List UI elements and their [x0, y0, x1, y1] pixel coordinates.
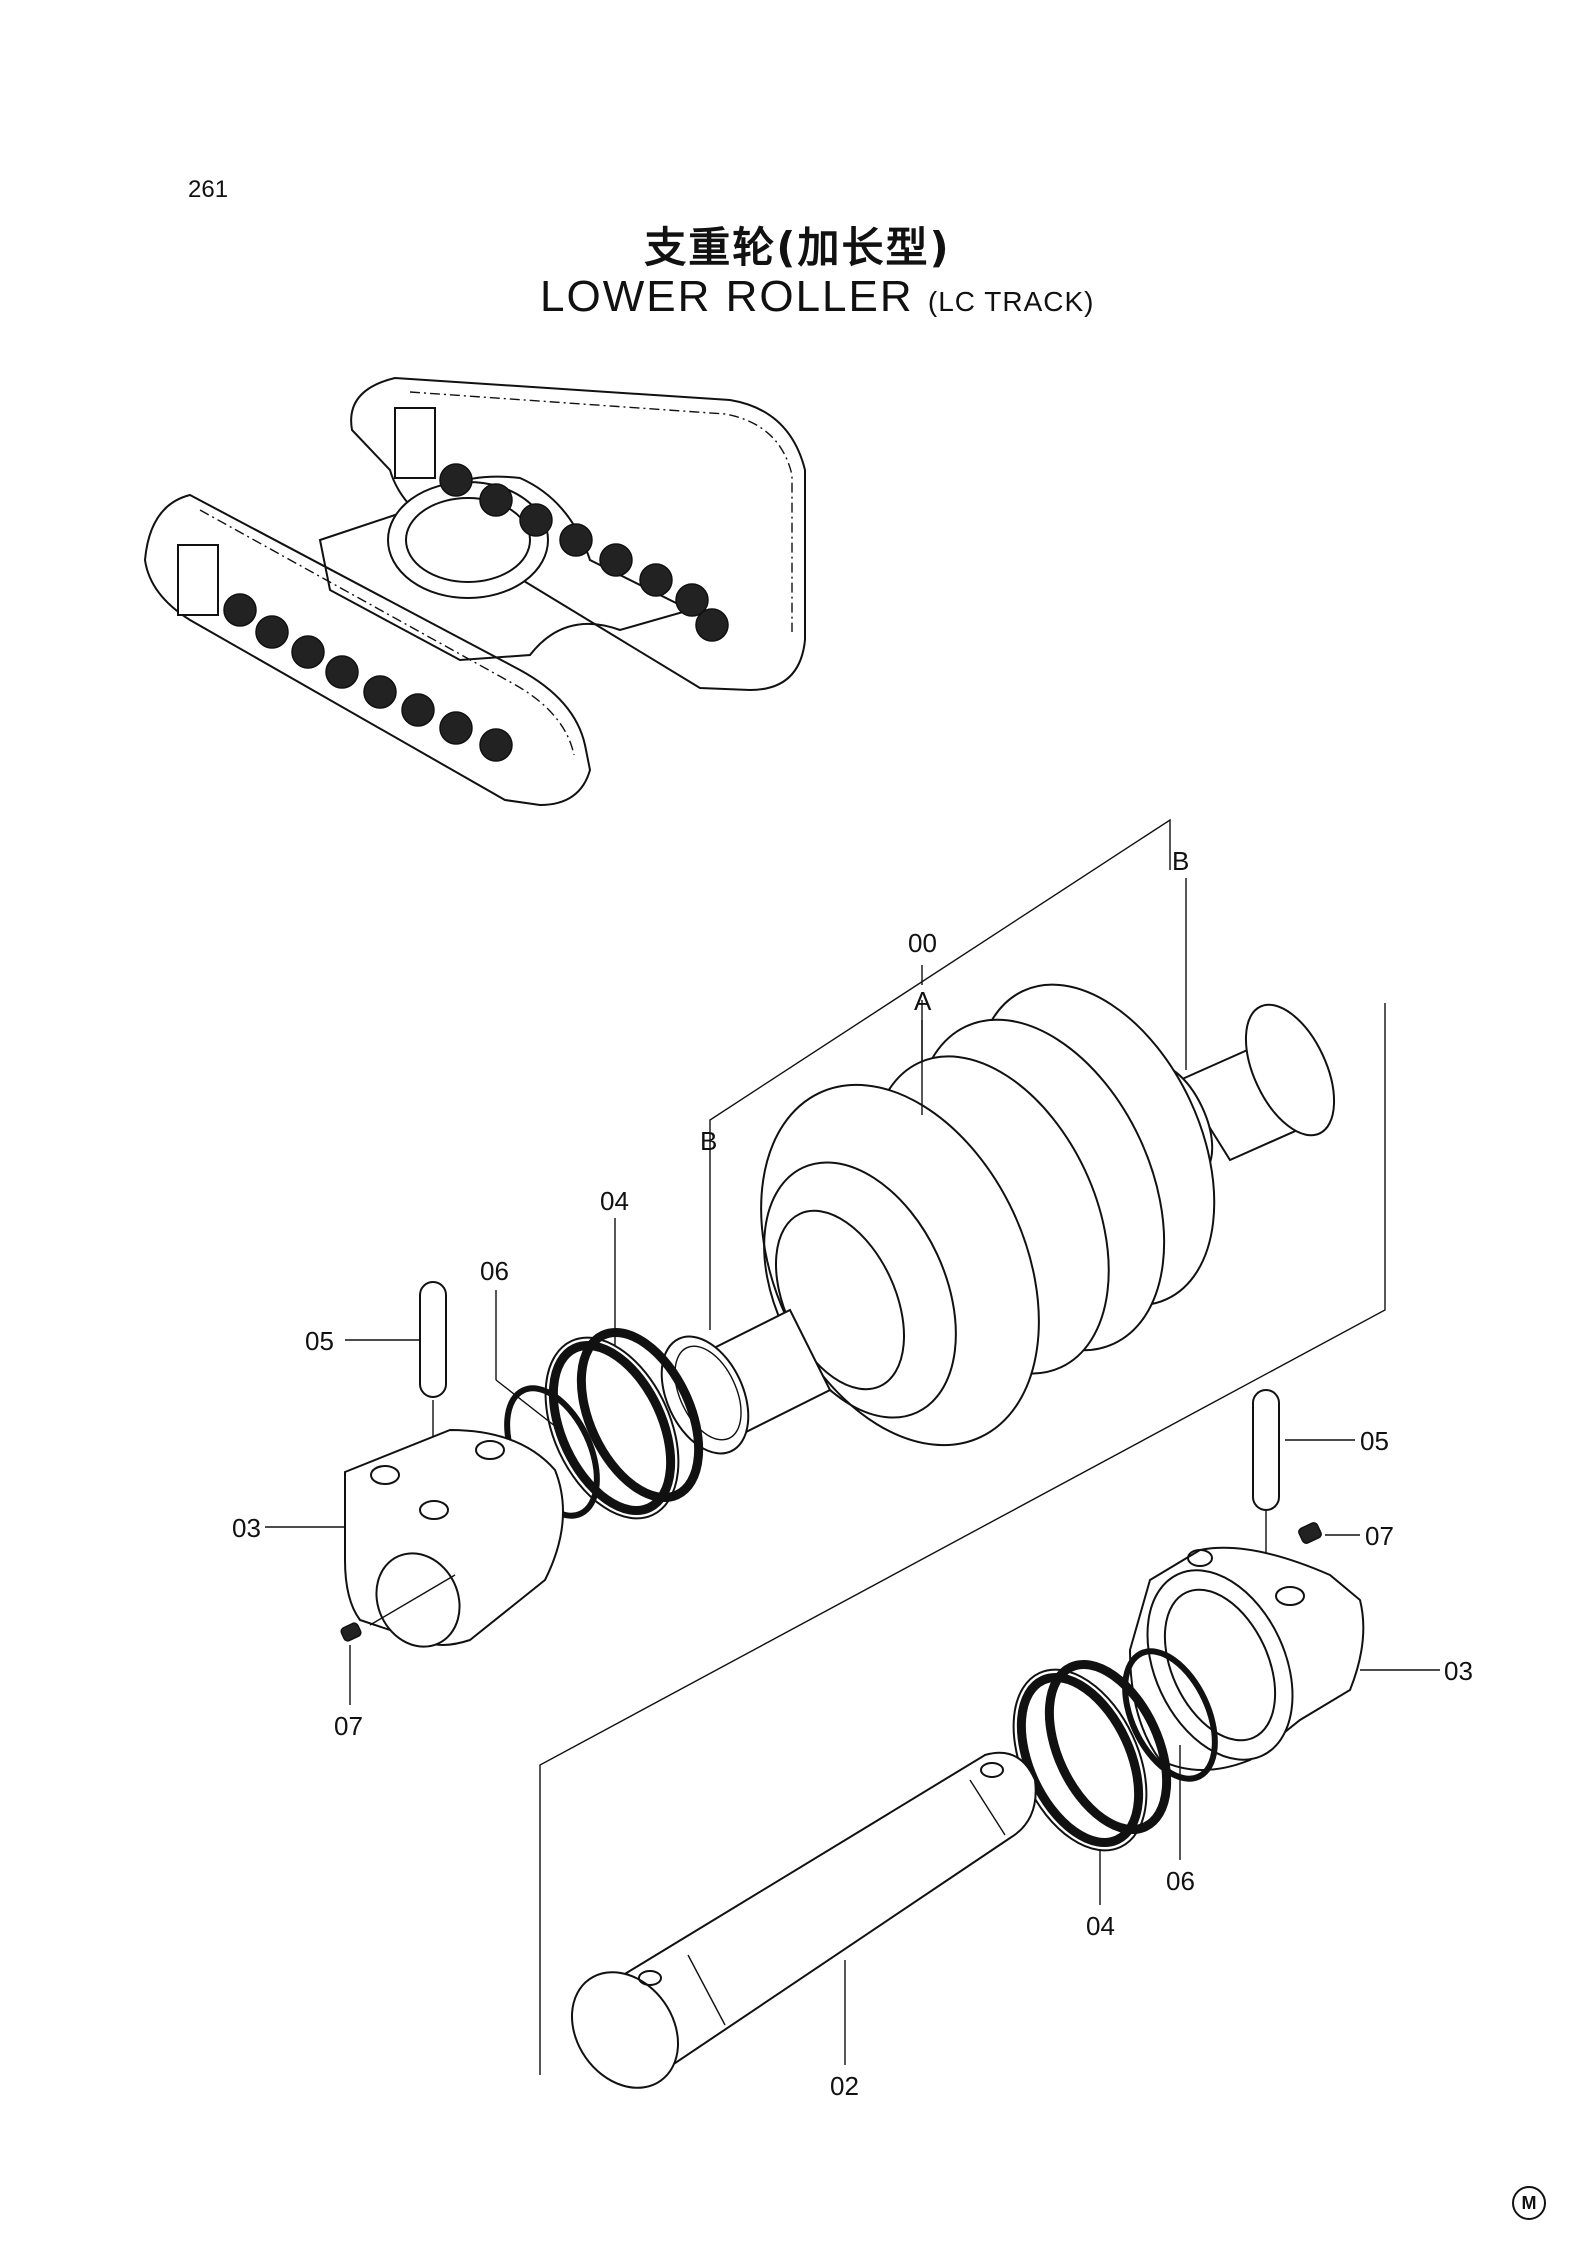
pin-05-right — [1252, 1389, 1280, 1570]
plug-07-right — [1298, 1522, 1322, 1544]
o-ring-06-right — [1122, 1648, 1218, 1782]
seal-04-right — [1012, 1659, 1172, 1852]
title-english: LOWER ROLLER (LC TRACK) — [540, 272, 1095, 322]
callout-05-right: 05 — [1360, 1426, 1389, 1456]
callout-07-right: 07 — [1365, 1521, 1394, 1551]
bracket-03-left — [344, 1428, 564, 1648]
callout-06-left: 06 — [480, 1256, 509, 1286]
callout-02: 02 — [830, 2071, 859, 2101]
callout-04-right: 04 — [1086, 1911, 1115, 1941]
title-english-sub: (LC TRACK) — [927, 286, 1095, 317]
callout-b-left: B — [700, 1126, 717, 1156]
manufacturer-mark: M — [1512, 2186, 1546, 2220]
leader-lines — [265, 965, 1440, 2065]
page-number: 261 — [188, 176, 229, 203]
assembly-bracket — [539, 818, 1386, 2075]
callout-a: A — [914, 986, 932, 1016]
callout-03-right: 03 — [1444, 1656, 1473, 1686]
callout-07-left: 07 — [334, 1711, 363, 1741]
title-chinese: 支重轮(加长型) — [644, 223, 951, 272]
callout-03-left: 03 — [232, 1513, 261, 1543]
callout-labels: 00 A B B 04 06 05 03 07 05 07 03 06 04 0… — [232, 846, 1473, 2101]
seal-04-left — [544, 1327, 704, 1520]
callout-05-left: 05 — [305, 1326, 334, 1356]
callout-04-left: 04 — [600, 1186, 629, 1216]
callout-b-right: B — [1172, 846, 1189, 876]
undercarriage-overview — [143, 376, 806, 807]
shaft-02 — [570, 1751, 1037, 2089]
roller-assembly-00 — [660, 983, 1336, 1455]
callout-06-right: 06 — [1166, 1866, 1195, 1896]
title-english-main: LOWER ROLLER — [540, 272, 914, 321]
bracket-03-right — [1128, 1546, 1365, 1771]
plug-07-left — [340, 1622, 362, 1705]
callout-00: 00 — [908, 928, 937, 958]
